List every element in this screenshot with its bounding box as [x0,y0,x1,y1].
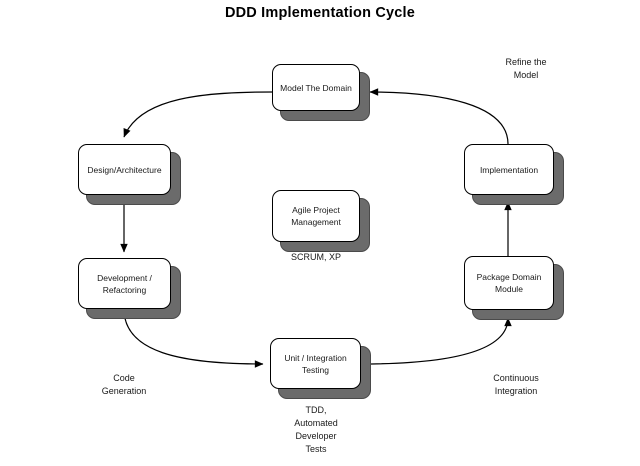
node-label: Design/Architecture [87,164,162,175]
node-label: Unit / Integration Testing [284,352,347,375]
node-model-the-domain[interactable]: Model The Domain [272,64,360,111]
caption-code-generation: Code Generation [101,373,147,396]
edge-implementation-to-model [369,88,509,145]
node-label: Agile Project Management [291,205,341,227]
caption-continuous-integration: Continuous Integration [493,373,539,396]
node-unit-integration-testing[interactable]: Unit / Integration Testing [270,338,361,389]
node-agile-project-management[interactable]: Agile Project Management [272,190,360,242]
node-design-architecture[interactable]: Design/Architecture [78,144,171,195]
node-label: Model The Domain [280,82,352,93]
edge-model-to-design [123,91,273,138]
node-label: Development / Refactoring [97,272,152,295]
edge-testing-to-package [360,317,512,365]
node-package-domain-module[interactable]: Package Domain Module [464,256,554,310]
node-label: Implementation [479,164,539,175]
node-implementation[interactable]: Implementation [464,144,554,195]
caption-refine-the-model: Refine the Model [505,57,547,80]
node-development-refactoring[interactable]: Development / Refactoring [78,258,171,309]
caption-scrum-xp: SCRUM, XP [290,252,341,262]
node-label: Package Domain Module [476,272,542,294]
page-title: DDD Implementation Cycle [224,5,416,21]
edge-development-to-testing [123,308,264,368]
caption-tdd-automated-developer-tests: TDD, Automated Developer Tests [294,405,338,454]
